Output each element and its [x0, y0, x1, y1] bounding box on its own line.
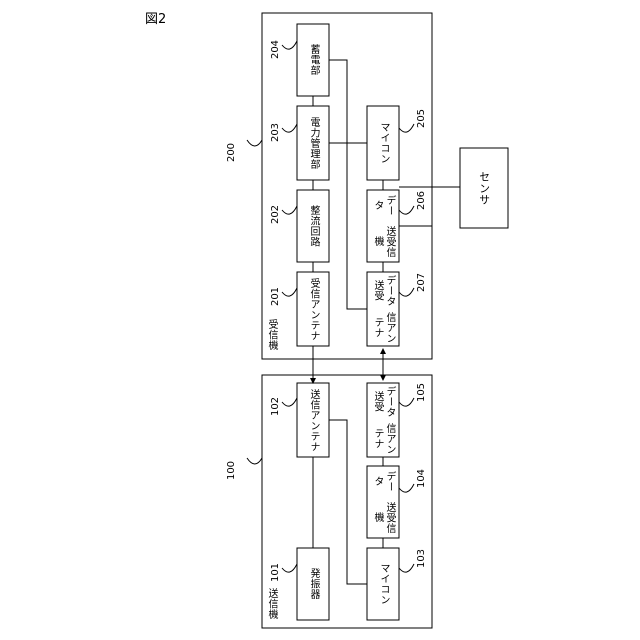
block-203-label: 電力管理部	[297, 106, 329, 180]
block-201-label: 受信アンテナ	[297, 272, 329, 346]
ref-203: 203	[270, 123, 281, 142]
leader-100	[247, 458, 262, 464]
block-101-label: 発振器	[297, 548, 329, 620]
ref-103: 103	[416, 549, 427, 568]
block-104-label: データ送受信機	[367, 466, 399, 538]
block-105-label: データ送受信アンテナ	[367, 383, 399, 457]
ref-100: 100	[226, 461, 237, 480]
block-202-label: 整流回路	[297, 190, 329, 262]
ref-202: 202	[270, 205, 281, 224]
link-102-103	[329, 420, 367, 584]
ref-206: 206	[416, 191, 427, 210]
receiver-title: 受信機	[264, 314, 278, 356]
link-204-bus	[329, 60, 347, 143]
sensor-label: センサ	[460, 148, 508, 228]
ref-105: 105	[416, 383, 427, 402]
ref-205: 205	[416, 109, 427, 128]
ref-101: 101	[270, 563, 281, 582]
block-204-label: 蓄電部	[297, 24, 329, 96]
block-102-label: 送信アンテナ	[297, 383, 329, 457]
ref-104: 104	[416, 469, 427, 488]
block-206-label: データ送受信機	[367, 190, 399, 262]
ref-207: 207	[416, 273, 427, 292]
link-bus-207	[347, 143, 367, 309]
leader-200	[247, 140, 262, 146]
transmitter-title: 送信機	[264, 583, 278, 625]
block-205-label: マイコン	[367, 106, 399, 180]
ref-204: 204	[270, 40, 281, 59]
ref-201: 201	[270, 287, 281, 306]
ref-200: 200	[226, 143, 237, 162]
block-103-label: マイコン	[367, 548, 399, 620]
ref-102: 102	[270, 397, 281, 416]
block-207-label: データ送受信アンテナ	[367, 272, 399, 346]
